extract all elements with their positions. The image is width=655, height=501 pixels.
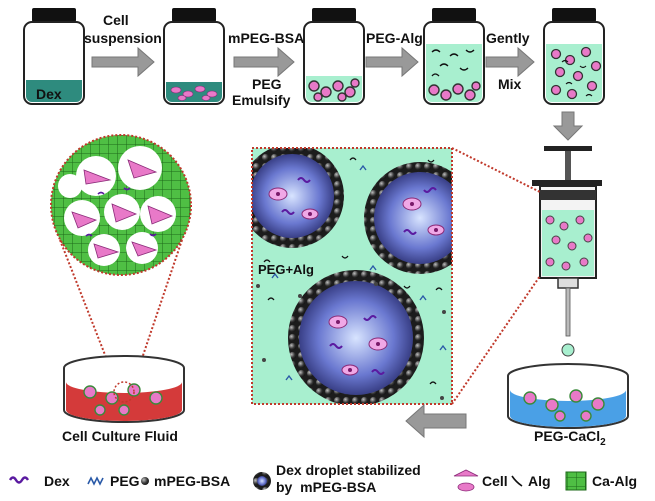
legend-alg-icon — [511, 475, 523, 487]
dish-left-label: Cell Culture Fluid — [62, 428, 178, 444]
dish-right-label-main: PEG-CaCl — [534, 428, 601, 444]
legend-mpeg-bsa-label: mPEG-BSA — [154, 473, 231, 489]
zoom-panel — [251, 147, 453, 405]
jar1-label: Dex — [36, 86, 62, 102]
arrow2-bottom2-label: Emulsify — [232, 92, 291, 108]
legend-cell-label: Cell — [482, 473, 508, 489]
jar-peg-alg — [423, 8, 485, 105]
dish-peg-cacl2 — [507, 363, 629, 429]
arrow-step-1 — [91, 46, 155, 78]
dish-cell-culture — [63, 355, 185, 423]
legend-dex-label: Dex — [44, 473, 70, 489]
dish-right-label-sub: 2 — [600, 436, 606, 448]
jar-dex — [23, 8, 85, 105]
jar-emulsified — [303, 8, 365, 105]
syringe — [532, 146, 602, 357]
zoom-peg-alg-label: PEG+Alg — [258, 262, 314, 277]
jar-mixed — [543, 8, 605, 105]
legend-droplet-line2: by mPEG-BSA — [276, 479, 377, 495]
arrow4-bottom-label: Mix — [498, 76, 522, 92]
legend-ca-alg-label: Ca-Alg — [592, 473, 638, 489]
arrow1-bottom-label: suspension — [84, 30, 162, 46]
dish-right-label: PEG-CaCl2 — [534, 428, 606, 448]
magnified-gel — [50, 134, 192, 276]
arrow3-top-label: PEG-Alg — [366, 30, 423, 46]
legend-dex-icon — [8, 476, 30, 484]
legend-peg-label: PEG — [110, 473, 140, 489]
legend-alg-label: Alg — [528, 473, 551, 489]
arrow-step-3 — [365, 46, 419, 78]
legend-mpeg-bsa-icon — [141, 477, 149, 485]
zoom-lines-right — [451, 147, 541, 405]
arrow1-top-label: Cell — [103, 12, 129, 28]
arrow2-top-label: mPEG-BSA — [228, 30, 305, 46]
legend-peg-icon — [87, 476, 104, 486]
legend-ca-alg-icon — [565, 471, 587, 491]
arrow2-bottom1-label: PEG — [252, 76, 282, 92]
legend-icons — [8, 469, 587, 492]
legend-droplet-icon — [253, 472, 271, 490]
jar-cell-suspension — [163, 8, 225, 105]
arrow-step-2 — [233, 46, 295, 78]
legend-cell-icon — [453, 469, 479, 492]
arrow-down-to-syringe — [552, 111, 584, 141]
arrow4-top-label: Gently — [486, 30, 530, 46]
arrow-to-zoom — [405, 403, 467, 439]
arrow-step-4 — [485, 46, 535, 78]
legend-droplet-line1: Dex droplet stabilized — [276, 462, 421, 478]
